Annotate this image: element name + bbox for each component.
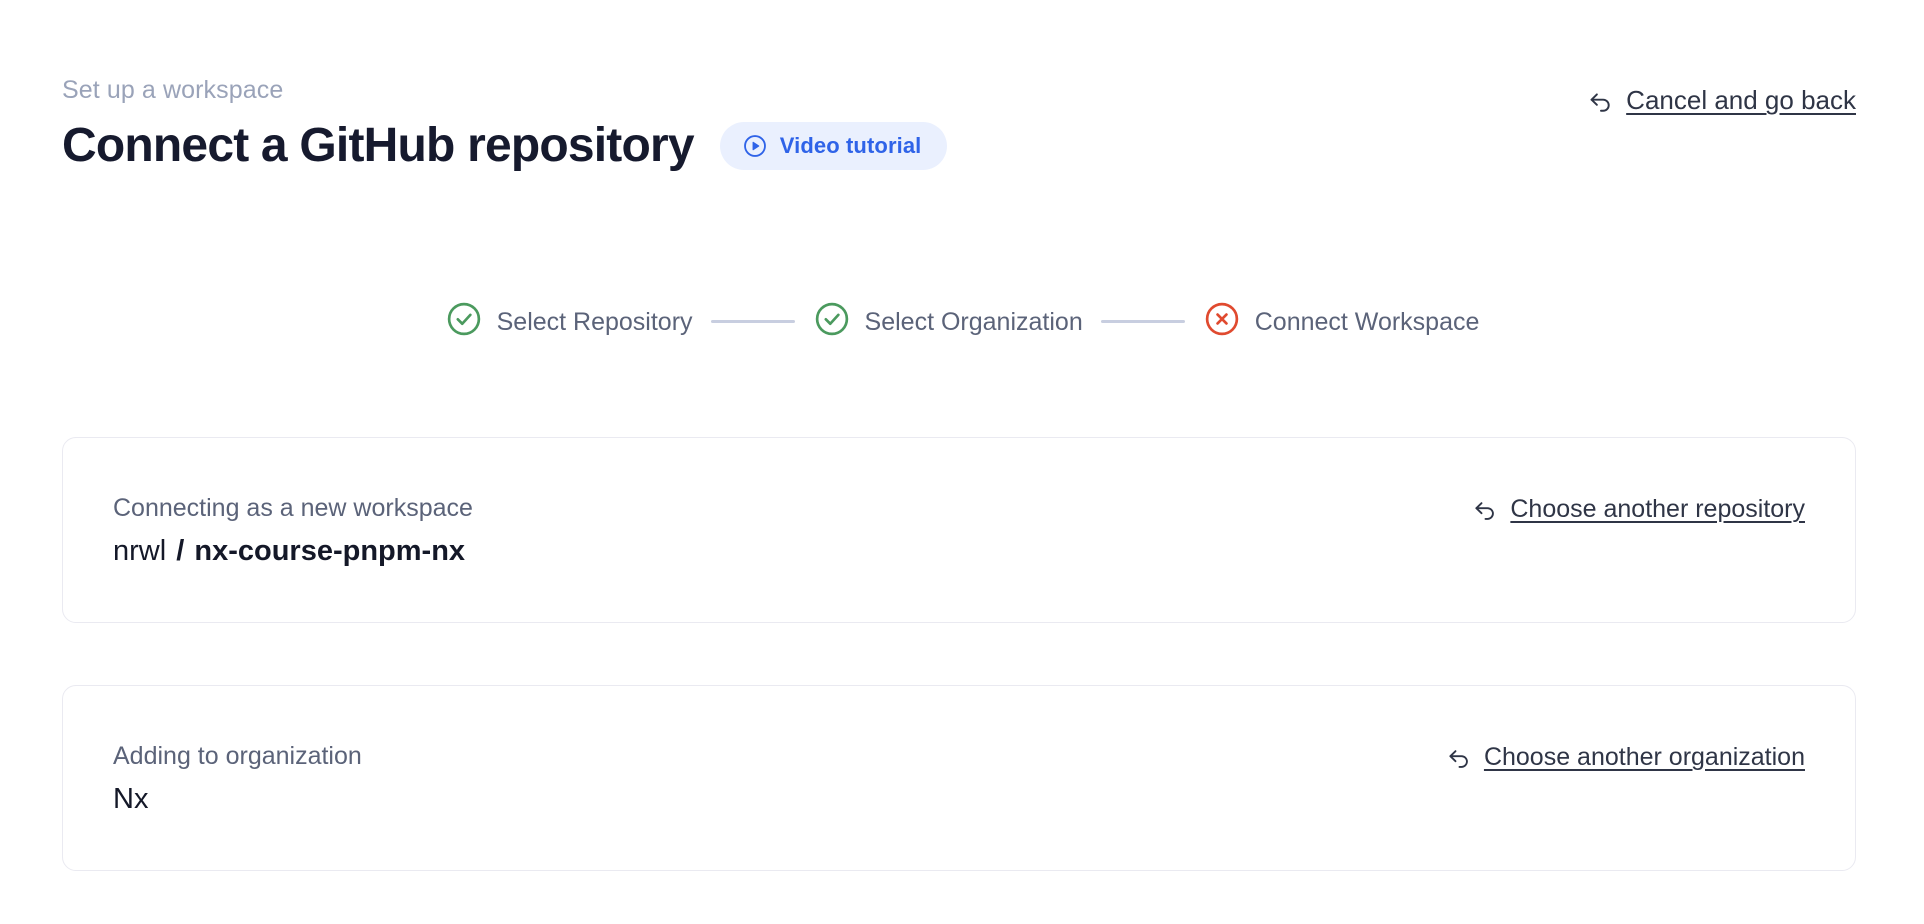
arrow-uturn-left-icon bbox=[1445, 743, 1473, 771]
repository-card-value: nrwl / nx-course-pnpm-nx bbox=[113, 532, 473, 570]
repository-card-inner: Connecting as a new workspace nrwl / nx-… bbox=[63, 438, 1855, 622]
repository-owner: nrwl bbox=[113, 534, 167, 567]
stepper-step-select-organization[interactable]: Select Organization bbox=[813, 300, 1083, 343]
stepper-connector-2 bbox=[1100, 320, 1185, 323]
repository-card-caption: Connecting as a new workspace bbox=[113, 493, 473, 522]
stepper-connector-1 bbox=[710, 320, 795, 323]
organization-name: Nx bbox=[113, 782, 149, 815]
x-circle-icon bbox=[1203, 300, 1241, 343]
repository-card: Connecting as a new workspace nrwl / nx-… bbox=[62, 437, 1856, 623]
arrow-uturn-left-icon bbox=[1471, 495, 1499, 523]
arrow-uturn-left-icon bbox=[1586, 86, 1615, 115]
progress-stepper: Select Repository Select Organization Co… bbox=[0, 300, 1924, 343]
cancel-and-go-back-link[interactable]: Cancel and go back bbox=[1586, 84, 1856, 116]
choose-another-organization-link[interactable]: Choose another organization bbox=[1445, 741, 1805, 773]
organization-card-inner: Adding to organization Nx Choose another… bbox=[63, 686, 1855, 870]
organization-card: Adding to organization Nx Choose another… bbox=[62, 685, 1856, 871]
stepper-step-connect-workspace[interactable]: Connect Workspace bbox=[1203, 300, 1480, 343]
stepper-label-select-organization: Select Organization bbox=[864, 307, 1083, 336]
video-tutorial-label: Video tutorial bbox=[779, 133, 922, 158]
organization-card-body: Adding to organization Nx bbox=[113, 739, 362, 818]
title-row: Connect a GitHub repository Video tutori… bbox=[62, 116, 1856, 176]
stepper-label-connect-workspace: Connect Workspace bbox=[1254, 307, 1480, 336]
stepper-label-select-repository: Select Repository bbox=[496, 307, 693, 336]
repository-separator: / bbox=[176, 534, 185, 567]
page-header: Set up a workspace Connect a GitHub repo… bbox=[62, 74, 1856, 176]
choose-another-repository-label: Choose another repository bbox=[1510, 495, 1805, 523]
repository-name: nx-course-pnpm-nx bbox=[194, 534, 466, 567]
page-title: Connect a GitHub repository bbox=[62, 119, 695, 172]
organization-card-caption: Adding to organization bbox=[113, 741, 362, 770]
repository-card-body: Connecting as a new workspace nrwl / nx-… bbox=[113, 491, 473, 570]
check-circle-icon bbox=[445, 300, 483, 343]
play-circle-icon bbox=[742, 133, 768, 159]
choose-another-organization-label: Choose another organization bbox=[1483, 743, 1805, 771]
check-circle-icon bbox=[813, 300, 851, 343]
video-tutorial-button[interactable]: Video tutorial bbox=[719, 122, 948, 170]
cancel-and-go-back-label: Cancel and go back bbox=[1626, 85, 1856, 115]
page-eyebrow: Set up a workspace bbox=[62, 76, 284, 104]
stepper-step-select-repository[interactable]: Select Repository bbox=[445, 300, 693, 343]
choose-another-repository-link[interactable]: Choose another repository bbox=[1471, 493, 1805, 525]
